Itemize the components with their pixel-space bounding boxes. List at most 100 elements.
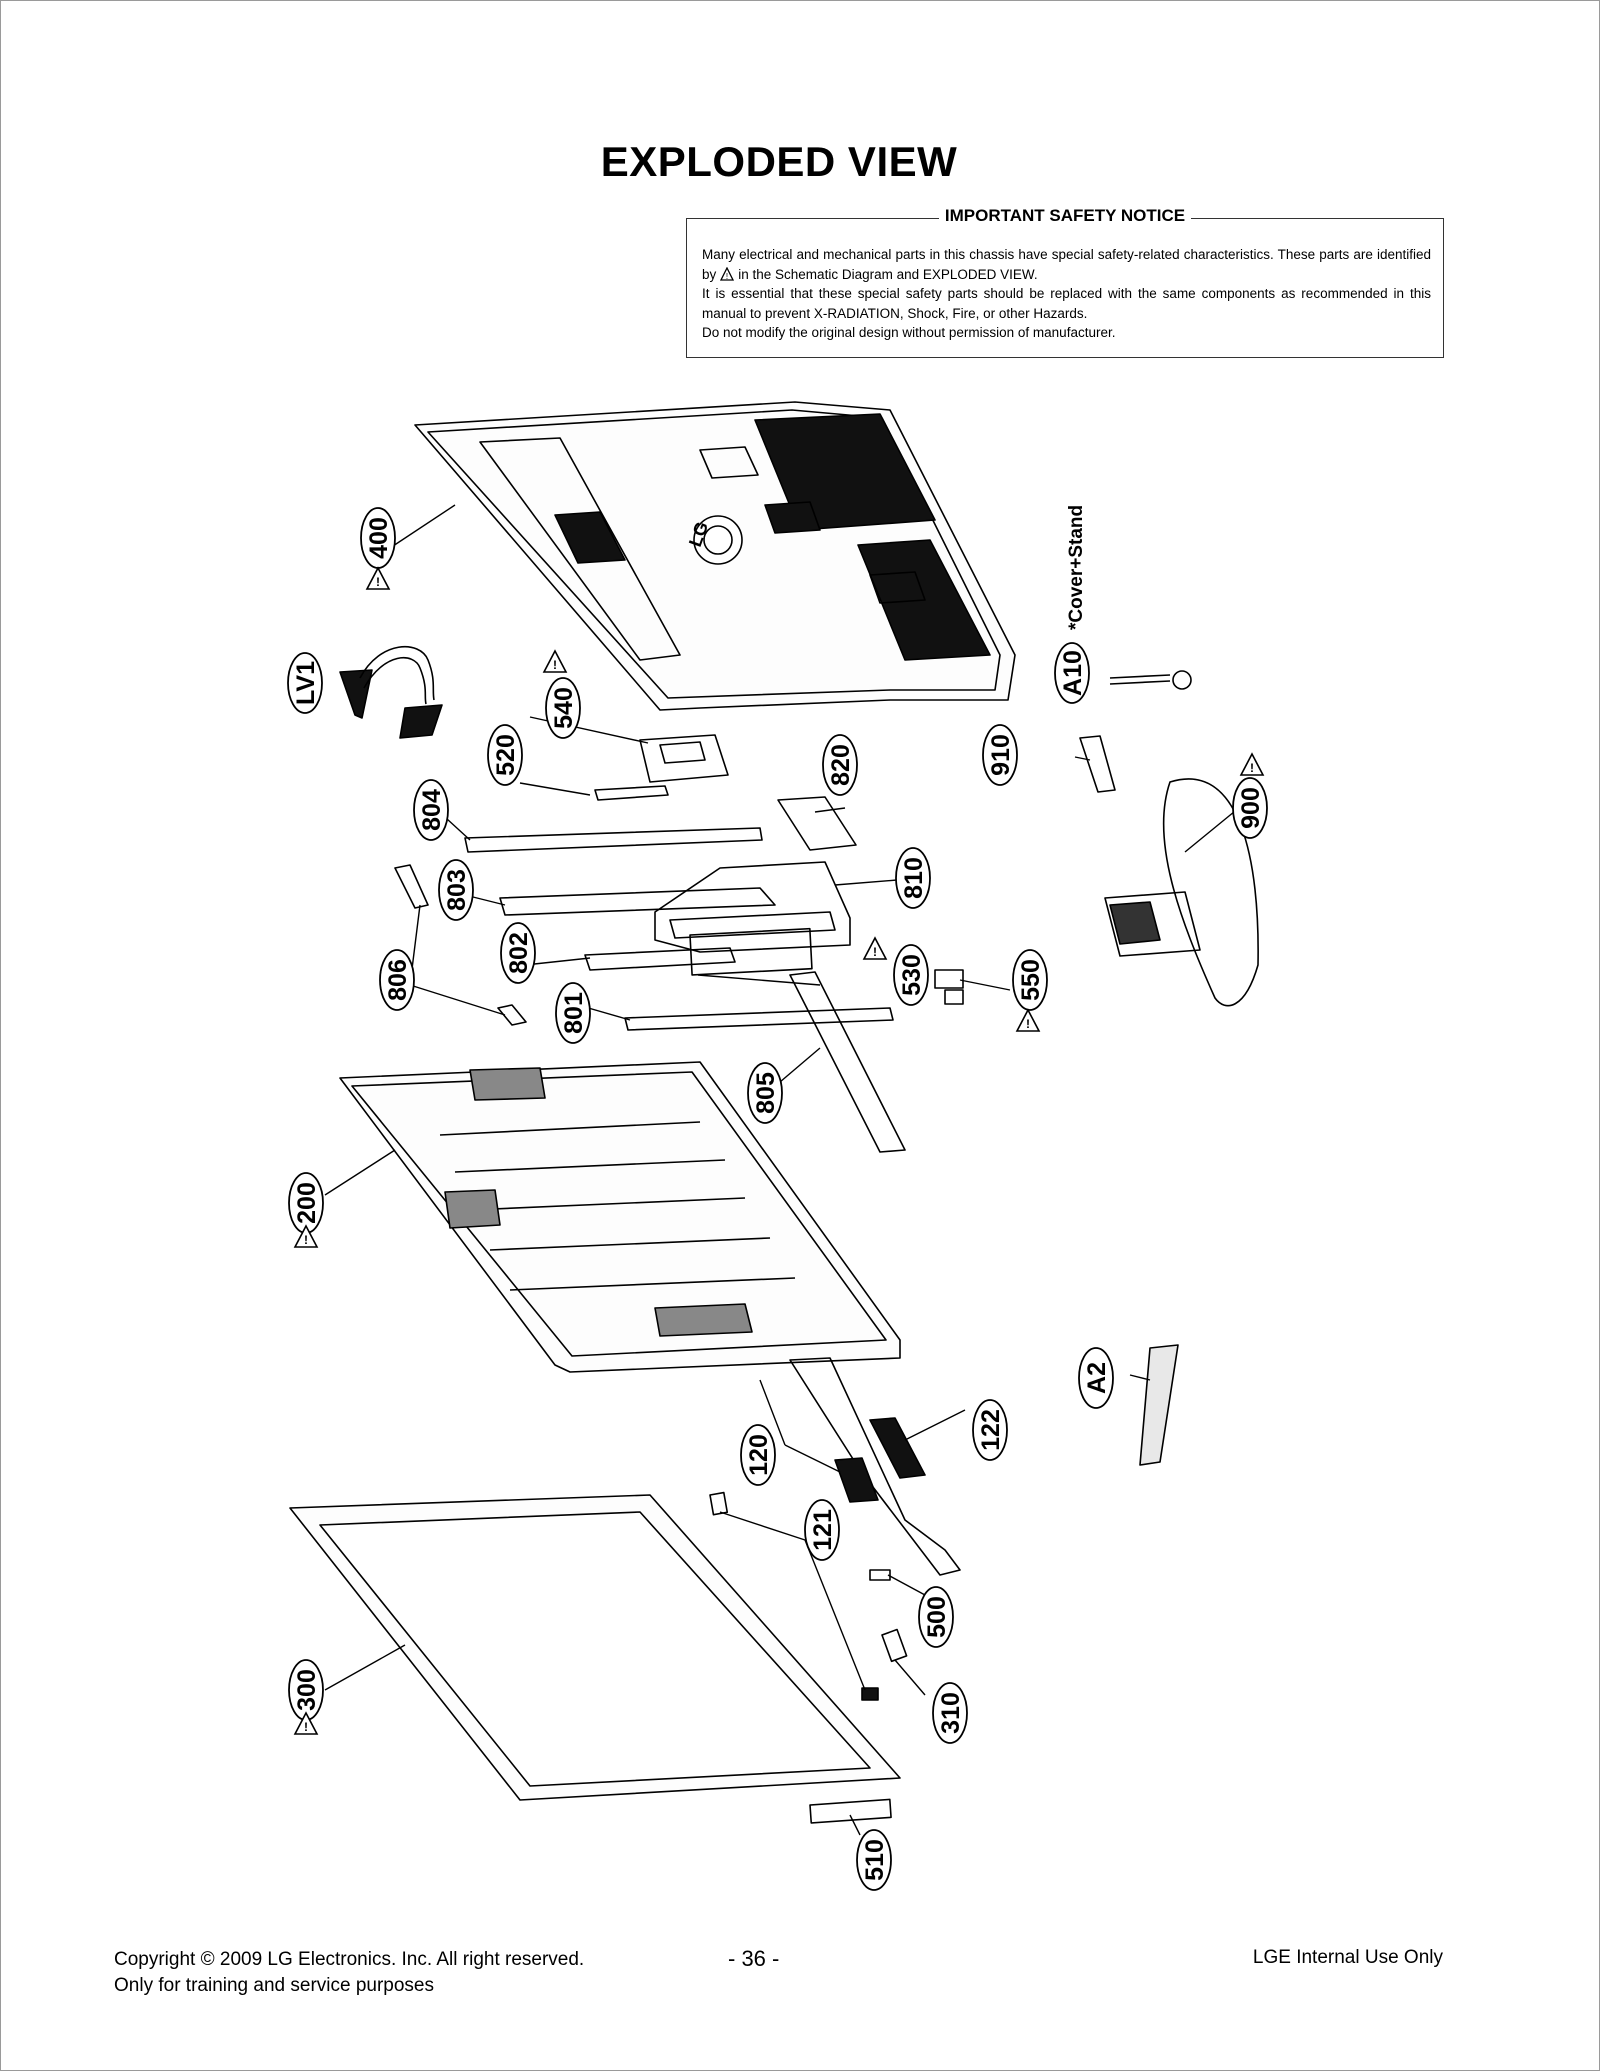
notice-line-1-tail: in the Schematic Diagram and EXPLODED VI…: [738, 266, 1038, 282]
rail-804-part: [464, 827, 763, 853]
callout-500: 500: [918, 1586, 954, 1648]
safety-notice-heading: IMPORTANT SAFETY NOTICE: [938, 206, 1192, 225]
part-510: [809, 1798, 892, 1824]
part-500: [869, 1569, 891, 1581]
warning-triangle-icon: !: [720, 266, 735, 281]
page-title: EXPLODED VIEW: [600, 138, 958, 185]
warning-triangle-icon: [543, 650, 567, 673]
callout-810: 810: [895, 847, 931, 909]
callout-lv1: LV1: [287, 652, 323, 714]
training-text: Only for training and service purposes: [114, 1975, 434, 1996]
svg-text:120: 120: [745, 1434, 773, 1476]
back-cover-part: LG: [414, 401, 1016, 711]
part-121b: [861, 1687, 879, 1701]
svg-text:550: 550: [1017, 959, 1045, 1001]
part-530: [934, 969, 964, 989]
callout-300: 300: [288, 1659, 324, 1721]
callout-910: 910: [982, 724, 1018, 786]
svg-text:805: 805: [752, 1072, 780, 1114]
callout-530: 530: [893, 944, 929, 1006]
svg-text:801: 801: [560, 992, 588, 1034]
callout-801: 801: [555, 982, 591, 1044]
svg-text:820: 820: [827, 744, 855, 786]
svg-text:540: 540: [550, 687, 578, 729]
callout-a10: A10: [1054, 642, 1090, 704]
main-board-part: [594, 734, 729, 801]
part-121a: [709, 1491, 729, 1516]
front-cabinet-part: [289, 1494, 901, 1801]
callout-820: 820: [822, 734, 858, 796]
bracket-910-part: [1079, 735, 1116, 793]
rail-803-part: [499, 887, 776, 916]
svg-text:804: 804: [418, 789, 446, 831]
lvds-cable-part: [339, 646, 443, 739]
svg-text:802: 802: [505, 932, 533, 974]
footer-left: Copyright © 2009 LG Electronics. Inc. Al…: [114, 1947, 584, 1999]
notice-line-2: It is essential that these special safet…: [702, 286, 1431, 321]
screw-a10-part: [1109, 670, 1192, 690]
callout-310: 310: [932, 1682, 968, 1744]
rail-802-part: [584, 947, 736, 971]
callout-200: 200: [288, 1172, 324, 1234]
callout-120: 120: [740, 1424, 776, 1486]
svg-text:310: 310: [937, 1692, 965, 1734]
svg-text:510: 510: [861, 1839, 889, 1881]
notice-line-1: Many electrical and mechanical parts in …: [702, 247, 1431, 282]
svg-text:A10: A10: [1059, 650, 1087, 696]
svg-text:400: 400: [365, 517, 393, 559]
chassis-frame-part: [339, 1061, 901, 1373]
callout-540: 540: [545, 677, 581, 739]
svg-text:806: 806: [384, 959, 412, 1001]
callout-a2: A2: [1078, 1347, 1114, 1409]
power-board-part: [654, 861, 851, 976]
copyright-text: Copyright © 2009 LG Electronics. Inc. Al…: [114, 1949, 585, 1970]
svg-text:122: 122: [977, 1409, 1005, 1451]
cover-stand-note: *Cover+Stand: [1066, 505, 1087, 630]
warning-triangle-icon: [1240, 753, 1264, 776]
callout-550: 550: [1012, 949, 1048, 1011]
bar-805-part: [789, 971, 906, 1153]
bracket-820-part: [777, 796, 857, 851]
warning-triangle-icon: [863, 937, 887, 960]
svg-text:200: 200: [293, 1182, 321, 1224]
stand-part: [1104, 778, 1259, 1007]
svg-text:810: 810: [900, 857, 928, 899]
warning-triangle-icon: [1016, 1009, 1040, 1032]
notice-line-3: Do not modify the original design withou…: [702, 325, 1116, 340]
part-310: [881, 1628, 908, 1663]
safety-notice-body: Many electrical and mechanical parts in …: [702, 245, 1431, 343]
callout-520: 520: [487, 724, 523, 786]
callout-122: 122: [972, 1399, 1008, 1461]
callout-802: 802: [500, 922, 536, 984]
rail-801-part: [624, 1007, 894, 1031]
callout-806: 806: [379, 949, 415, 1011]
callout-900: 900: [1232, 777, 1268, 839]
callout-510: 510: [856, 1829, 892, 1891]
callout-804: 804: [413, 779, 449, 841]
internal-use-text: LGE Internal Use Only: [1252, 1947, 1443, 1968]
callout-805: 805: [747, 1062, 783, 1124]
svg-text:LV1: LV1: [292, 661, 320, 705]
svg-text:900: 900: [1237, 787, 1265, 829]
bracket-806a-part: [394, 864, 429, 909]
callouts: 400 LV1 540 520 820 804 803 810: [287, 507, 1268, 1891]
callout-121: 121: [804, 1499, 840, 1561]
svg-text:500: 500: [923, 1596, 951, 1638]
safety-notice-box: IMPORTANT SAFETY NOTICE Many electrical …: [686, 206, 1444, 358]
callout-400: 400: [360, 507, 396, 569]
warning-triangle-icon: [366, 567, 390, 590]
svg-text:A2: A2: [1083, 1362, 1111, 1394]
speaker-part: [789, 1357, 961, 1576]
svg-text:530: 530: [898, 954, 926, 996]
page-number: - 36 -: [728, 1946, 780, 1971]
svg-text:803: 803: [443, 869, 471, 911]
leader-lines: [324, 504, 1241, 1836]
bracket-806b-part: [497, 1004, 527, 1026]
svg-text:300: 300: [293, 1669, 321, 1711]
svg-text:!: !: [726, 272, 728, 281]
svg-text:910: 910: [987, 734, 1015, 776]
svg-text:520: 520: [492, 734, 520, 776]
svg-text:121: 121: [809, 1509, 837, 1551]
callout-803: 803: [438, 859, 474, 921]
